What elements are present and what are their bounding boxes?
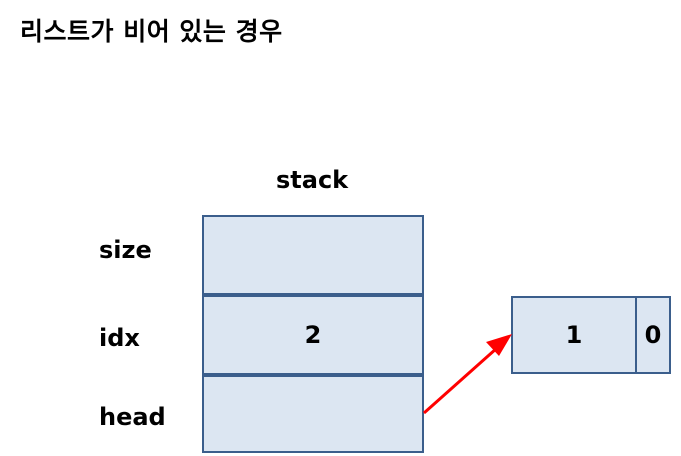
node-next-cell: 0 [635,296,671,374]
stack-cell-head [202,375,424,453]
node-value-cell: 1 [511,296,637,374]
field-label-size: size [99,236,152,264]
pointer-arrow-line [423,346,498,415]
stack-cell-idx: 2 [202,295,424,375]
pointer-arrowhead [486,334,512,356]
page-title: 리스트가 비어 있는 경우 [20,17,283,46]
stack-label: stack [276,166,349,194]
field-label-idx: idx [99,324,140,352]
field-label-head: head [99,403,166,431]
stack-cell-size [202,215,424,295]
